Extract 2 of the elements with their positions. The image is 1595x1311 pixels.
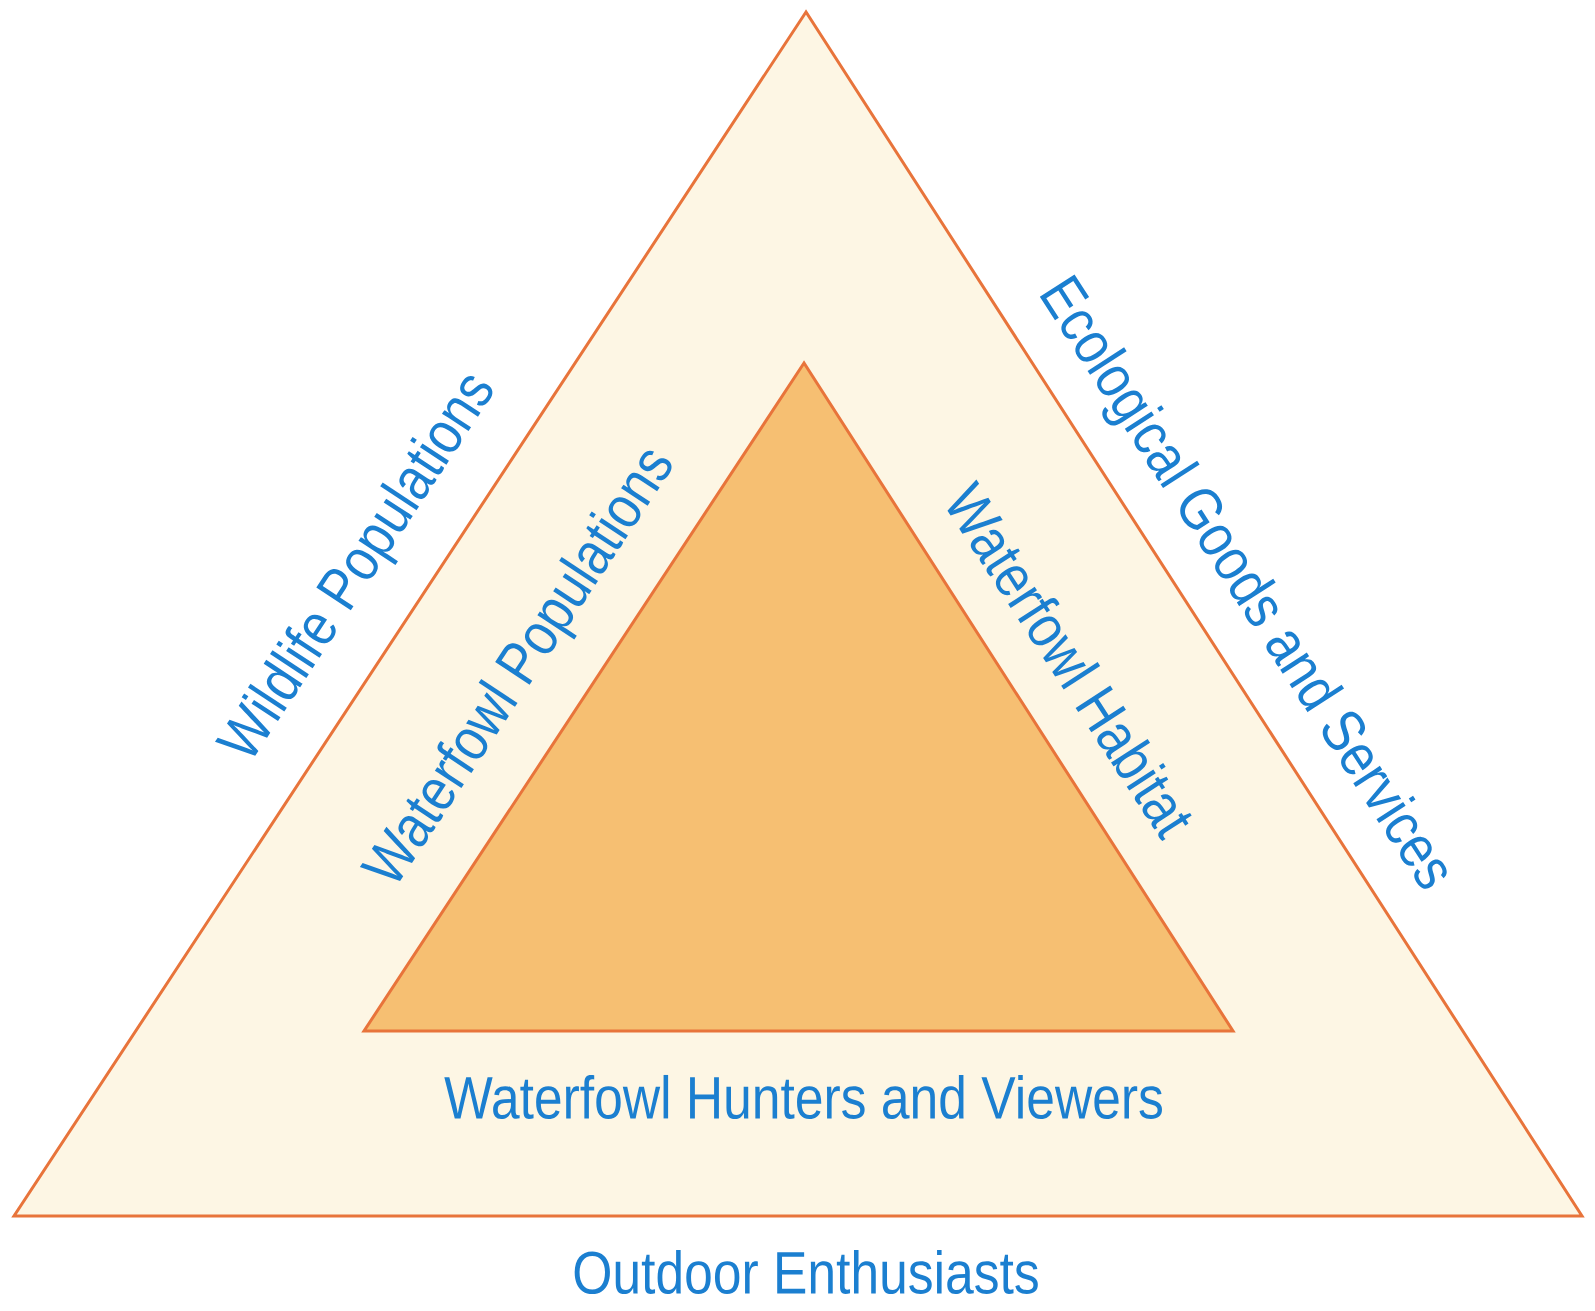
side-label: Outdoor Enthusiasts [574,1249,1038,1294]
side-label: Waterfowl Hunters and Viewers [444,1074,1162,1119]
